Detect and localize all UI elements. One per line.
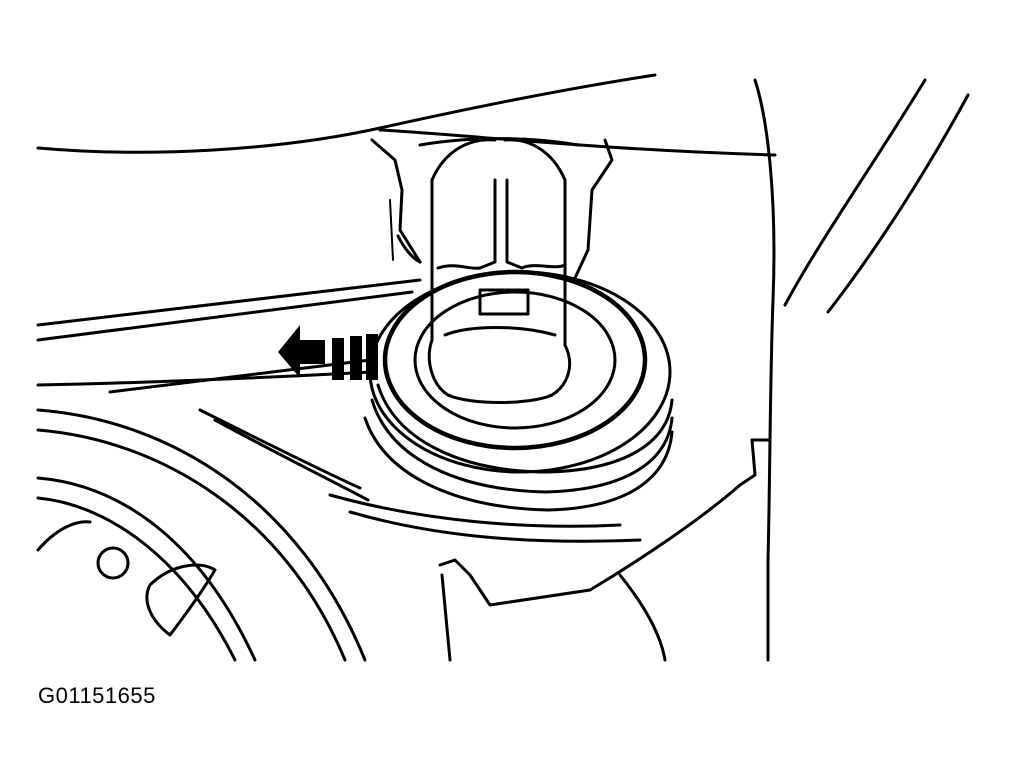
left-arrow-icon <box>278 325 378 380</box>
crankshaft-pulley <box>36 408 367 662</box>
lower-mount-bracket <box>438 438 770 662</box>
wrench-tool <box>418 137 580 347</box>
figure-id-label: G01151655 <box>38 683 156 708</box>
engine-body-panel <box>36 73 777 662</box>
tensioner-bracket <box>370 138 614 280</box>
right-frame-members <box>783 78 970 314</box>
tensioner-pulley <box>363 269 674 512</box>
drive-belt <box>36 278 642 543</box>
